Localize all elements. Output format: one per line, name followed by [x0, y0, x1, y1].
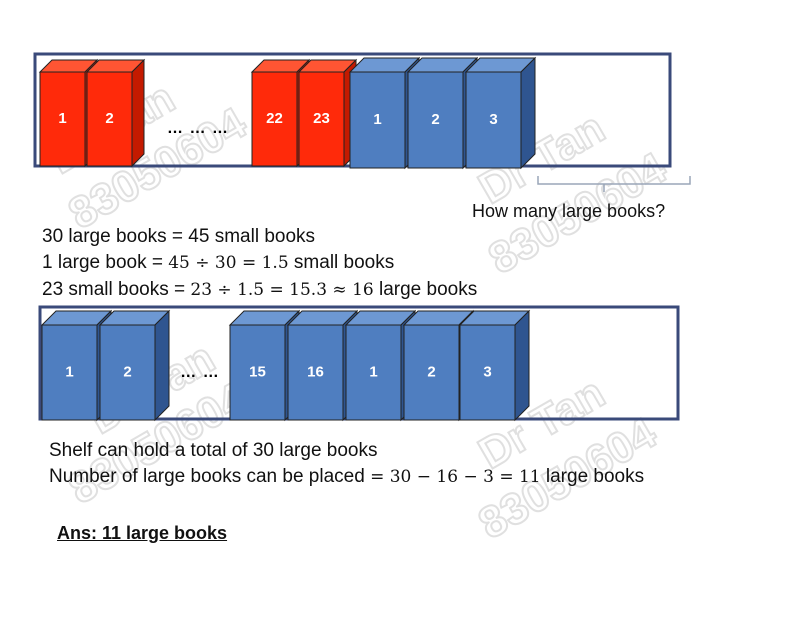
calculation-unit: large books — [540, 466, 645, 487]
book-label: 2 — [123, 363, 131, 380]
book-label: 2 — [431, 111, 439, 128]
empty-space-bracket — [537, 176, 691, 192]
book-label: 23 — [313, 110, 330, 127]
book-label: 15 — [249, 363, 266, 380]
book: 3 — [464, 56, 537, 170]
shelf-1-ellipsis: … … … — [167, 120, 229, 137]
book-label: 1 — [65, 363, 73, 380]
book-label: 3 — [483, 363, 491, 380]
book-label: 22 — [266, 110, 283, 127]
equation-line-3-unit: large books — [373, 279, 478, 300]
book-label: 3 — [489, 111, 497, 128]
book-label: 2 — [427, 363, 435, 380]
calculation-math: = 30 − 16 − 3 = 11 — [370, 467, 541, 487]
equation-line-2: 1 large book = 45 ÷ 30 = 1.5 small books — [42, 252, 394, 274]
book-label: 1 — [373, 111, 381, 128]
book: 2 — [98, 309, 171, 422]
equation-line-2-text: 1 large book = — [42, 252, 169, 273]
equation-line-1: 30 large books = 45 small books — [42, 226, 316, 247]
equation-line-3: 23 small books = 23 ÷ 1.5 = 15.3 ≈ 16 la… — [42, 279, 477, 301]
book-label: 16 — [307, 363, 324, 380]
equation-line-2-math: 45 ÷ 30 = 1.5 — [168, 253, 289, 273]
book: 3 — [458, 309, 531, 422]
equation-line-3-text: 23 small books = — [42, 279, 191, 300]
question-text: How many large books? — [472, 201, 666, 221]
book: 23 — [297, 58, 358, 168]
book: 2 — [85, 58, 146, 168]
book-label: 2 — [105, 110, 113, 127]
answer: Ans: 11 large books — [57, 523, 228, 543]
shelf-capacity-text: Shelf can hold a total of 30 large books — [49, 440, 378, 461]
book-label: 1 — [58, 110, 66, 127]
calculation-line: Number of large books can be placed = 30… — [49, 466, 644, 488]
book-label: 1 — [369, 363, 377, 380]
equation-line-2-unit: small books — [288, 252, 395, 273]
calculation-text: Number of large books can be placed — [49, 466, 371, 487]
shelf-2-ellipsis: … … — [180, 364, 219, 381]
shelf-2-books: 1 2 15 16 1 2 3 — [40, 309, 531, 422]
equation-line-3-math: 23 ÷ 1.5 = 15.3 ≈ 16 — [190, 280, 374, 300]
